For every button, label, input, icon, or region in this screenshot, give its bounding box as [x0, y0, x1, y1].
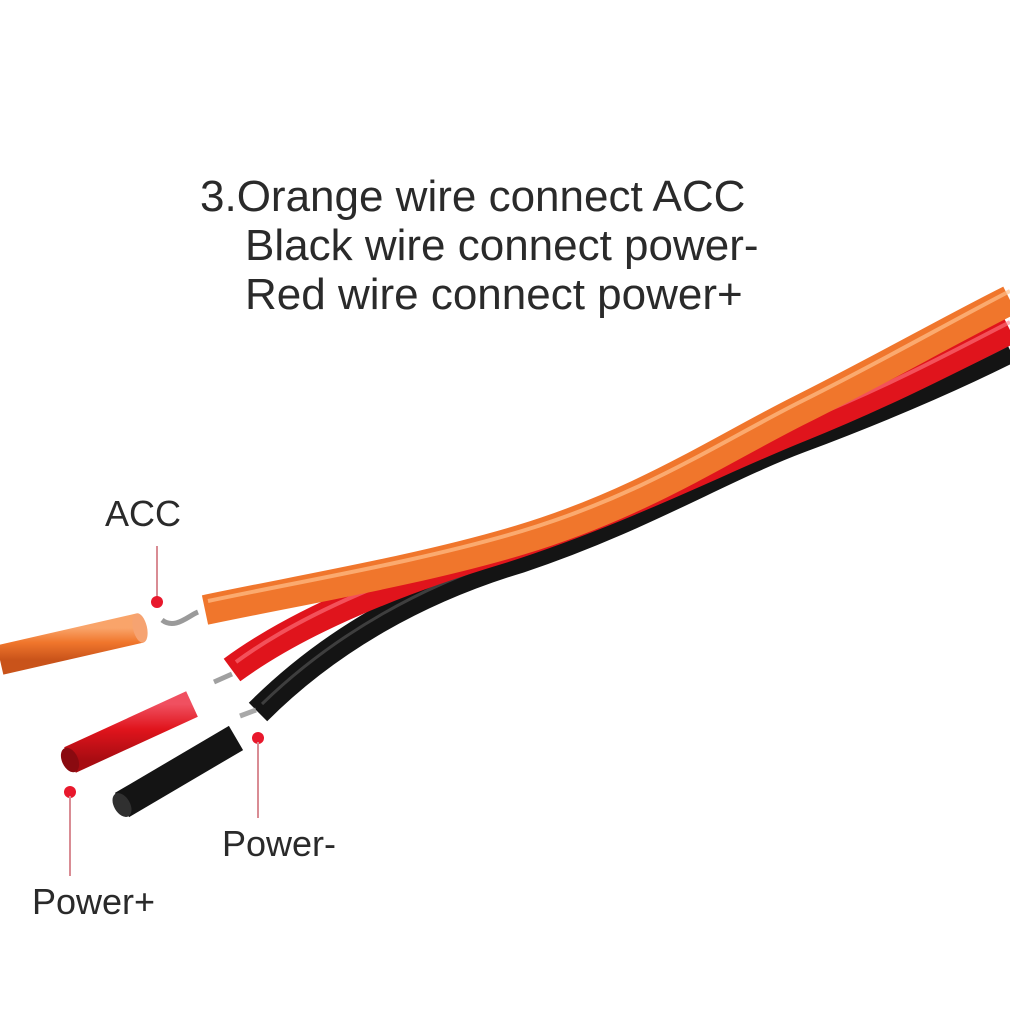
acc-marker-dot: [151, 596, 163, 608]
instruction-line-red: Red wire connect power+: [245, 270, 743, 319]
instruction-line-black: Black wire connect power-: [245, 221, 759, 270]
power-minus-marker-dot: [252, 732, 264, 744]
red-cut-end: [60, 747, 80, 773]
black-exposed-conductor: [239, 707, 257, 719]
instruction-line-orange: 3.Orange wire connect ACC: [200, 172, 746, 221]
power-plus-marker-dot: [64, 786, 76, 798]
orange-cut-segment: [0, 613, 144, 675]
orange-wire-highlight: [207, 289, 1010, 603]
black-cut-segment: [114, 725, 244, 818]
black-cut-end: [112, 793, 132, 817]
acc-label: ACC: [105, 493, 182, 534]
orange-exposed-conductor: [160, 609, 200, 627]
orange-wire: [201, 286, 1010, 625]
red-exposed-conductor: [212, 671, 234, 685]
black-wire: [248, 338, 1010, 722]
orange-cut-end: [132, 613, 148, 643]
red-cut-segment: [64, 691, 198, 773]
power-minus-label: Power-: [222, 823, 337, 864]
power-plus-label: Power+: [32, 881, 156, 922]
